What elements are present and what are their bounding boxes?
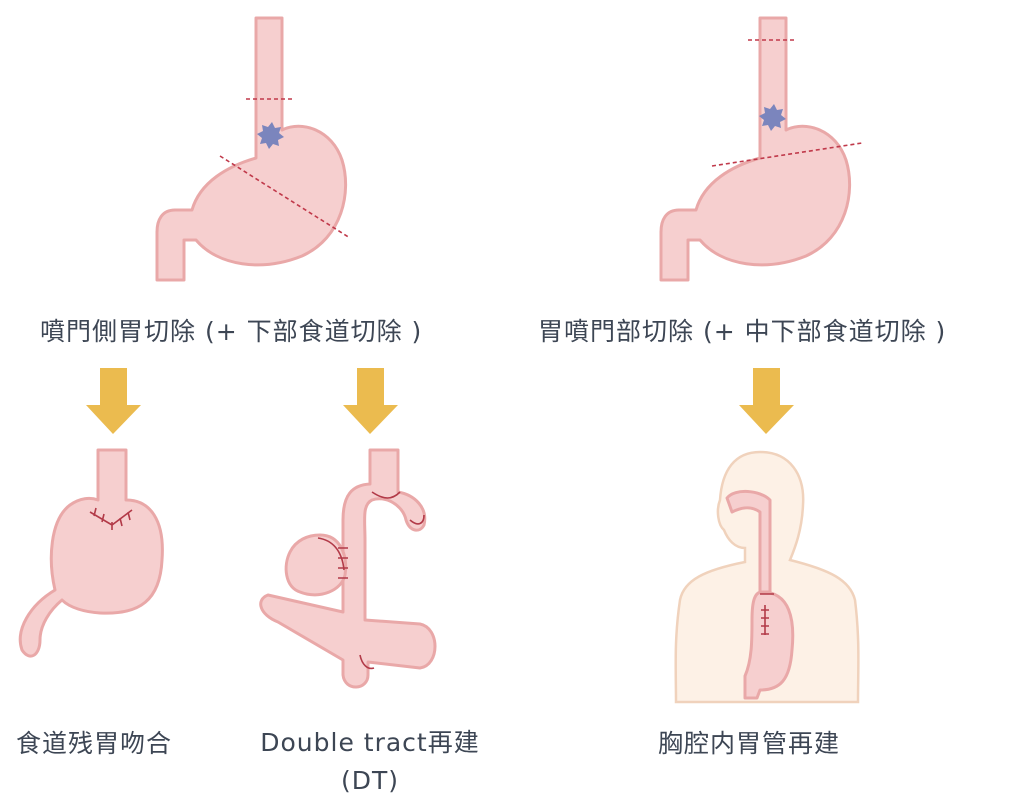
label-double-tract-line2: (DT) <box>340 766 400 795</box>
arrow-down-icon <box>86 368 141 434</box>
suture-line <box>338 547 348 579</box>
suture-line <box>89 507 133 530</box>
tumor-icon <box>257 122 284 149</box>
label-double-tract-line1: Double tract再建 <box>260 728 480 757</box>
arrow-down-icon <box>343 368 398 434</box>
intrathoracic-gastric-tube-illustration <box>674 450 860 704</box>
cut-line <box>711 142 863 167</box>
label-double-tract: Double tract再建 (DT) <box>230 724 510 800</box>
label-cardia-resection: 胃噴門部切除 (+ 中下部食道切除 ) <box>538 317 947 346</box>
label-esophagogastrostomy: 食道残胃吻合 <box>16 729 173 758</box>
suture-line <box>760 593 774 635</box>
esophagogastrostomy-illustration <box>18 448 164 658</box>
stomach-cardia-resection <box>659 16 863 282</box>
stomach-proximal-gastrectomy <box>155 16 351 282</box>
label-intrathoracic-gastric-tube: 胸腔内胃管再建 <box>658 729 841 758</box>
label-proximal-gastrectomy: 噴門側胃切除 (+ 下部食道切除 ) <box>40 317 423 346</box>
arrow-down-icon <box>739 368 794 434</box>
suture-line <box>317 491 425 670</box>
double-tract-illustration <box>259 448 437 689</box>
cut-line <box>219 155 351 239</box>
tumor-icon <box>759 104 786 131</box>
